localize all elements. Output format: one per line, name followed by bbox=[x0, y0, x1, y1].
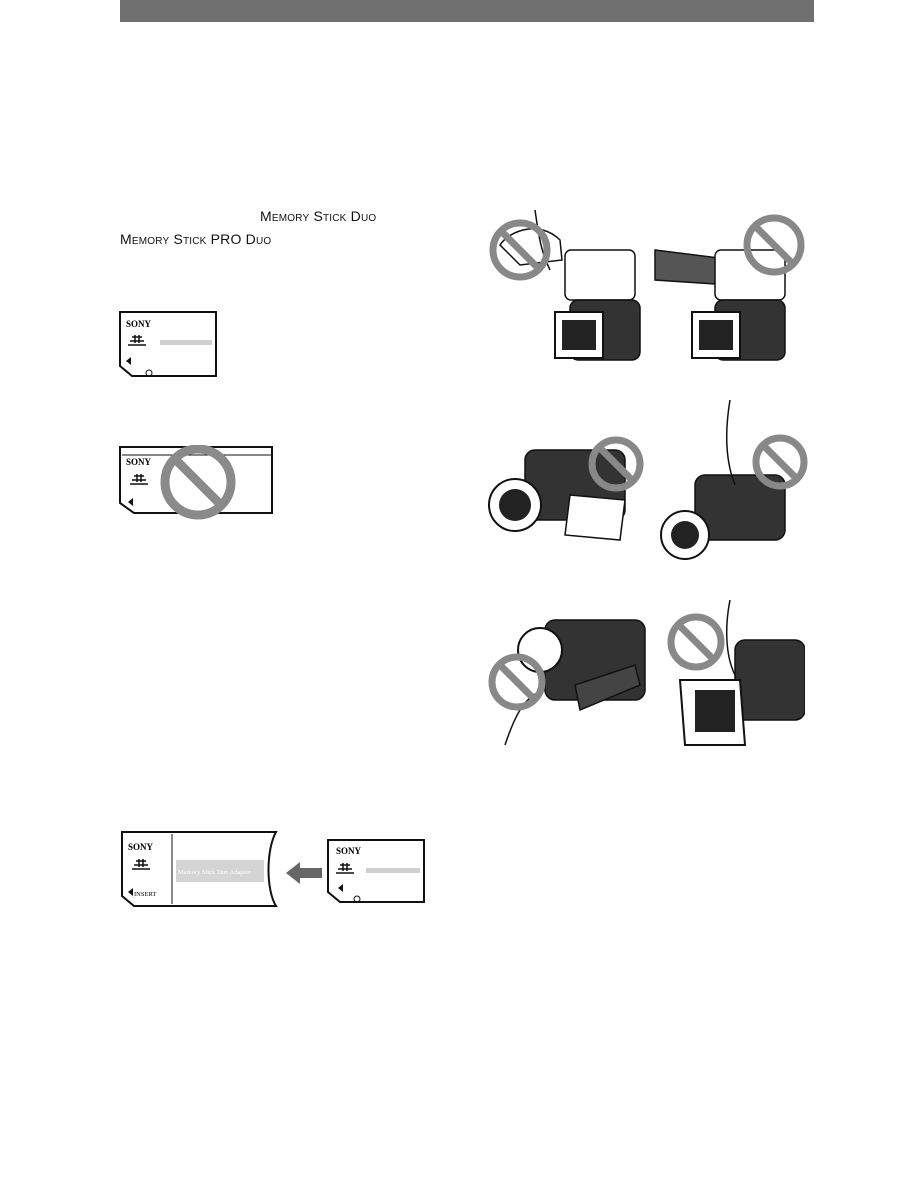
prohibited-icon bbox=[488, 653, 546, 711]
prohibited-icon bbox=[489, 219, 551, 281]
camcorder-icon bbox=[499, 209, 641, 361]
memory-stick-duo-adaptor: SONY Memory Stick Duo Adaptor INSERT bbox=[121, 831, 278, 907]
header-bar bbox=[120, 0, 814, 22]
memory-stick-logo-icon bbox=[336, 863, 354, 874]
card-brand: SONY bbox=[126, 457, 152, 467]
memory-stick-standard-card: SONY bbox=[119, 445, 273, 520]
insert-label: INSERT bbox=[134, 891, 156, 898]
camcorder-handling-row-1 bbox=[489, 209, 805, 361]
memory-stick-duo-card-small: SONY bbox=[327, 839, 425, 903]
camcorder-icon bbox=[678, 599, 805, 746]
memory-stick-logo-icon bbox=[128, 335, 146, 346]
prohibited-icon bbox=[160, 445, 236, 520]
arrow-left-icon bbox=[286, 862, 322, 884]
card-brand: SONY bbox=[126, 319, 152, 329]
prohibited-icon bbox=[667, 613, 725, 671]
camcorder-icon bbox=[660, 400, 786, 560]
memory-stick-logo-icon bbox=[130, 474, 148, 485]
memory-stick-duo-title: Memory Stick Duo bbox=[260, 208, 377, 224]
adaptor-label: Memory Stick Duo Adaptor bbox=[178, 869, 252, 876]
svg-text:SONY: SONY bbox=[128, 842, 154, 852]
memory-stick-pro-duo-title: Memory Stick PRO Duo bbox=[120, 231, 272, 247]
camcorder-icon bbox=[654, 249, 786, 361]
camcorder-handling-row-2 bbox=[488, 400, 808, 560]
camcorder-handling-row-3 bbox=[488, 599, 805, 746]
prohibited-icon bbox=[752, 434, 808, 490]
memory-stick-logo-icon bbox=[132, 859, 150, 870]
svg-text:SONY: SONY bbox=[336, 846, 362, 856]
memory-stick-duo-card: SONY bbox=[119, 311, 217, 377]
prohibited-icon bbox=[743, 214, 805, 276]
camcorder-icon bbox=[504, 619, 646, 746]
insert-arrow-icon bbox=[126, 357, 131, 365]
camcorder-icon bbox=[488, 449, 626, 541]
prohibited-icon bbox=[588, 436, 644, 492]
